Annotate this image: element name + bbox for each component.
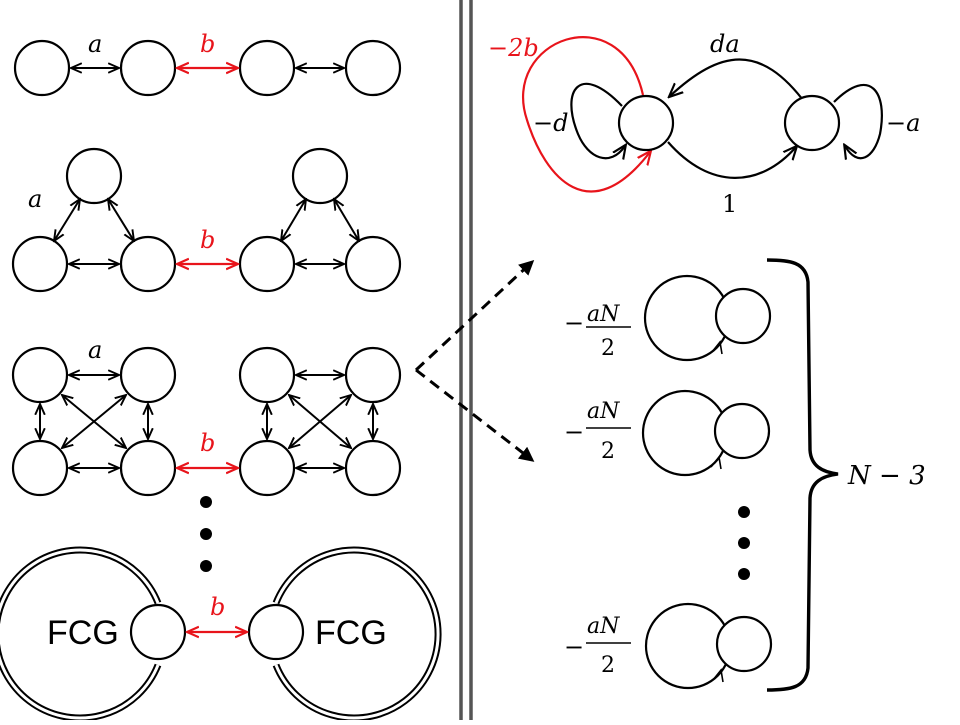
sq-right-br-node bbox=[344, 439, 402, 497]
tri-right-br-node bbox=[344, 235, 402, 293]
term-row-3: − aN 2 bbox=[564, 602, 773, 690]
label-neg-a: −a bbox=[886, 109, 920, 137]
fcg-label-left: FCG bbox=[47, 614, 119, 652]
fcg-label-b: b bbox=[210, 593, 225, 621]
term-1-loop-node bbox=[714, 287, 772, 345]
self-loop-right bbox=[833, 83, 883, 158]
sq-left-edge-diag2 bbox=[62, 395, 126, 448]
label-da: da bbox=[710, 30, 740, 58]
tri-left-br-node bbox=[119, 235, 177, 293]
term-1-numerator: aN bbox=[587, 302, 620, 327]
term-3-denominator: 2 bbox=[601, 653, 615, 678]
reduced-graph bbox=[522, 36, 883, 193]
chain-node-2 bbox=[119, 39, 177, 97]
term-3-loop-node bbox=[715, 615, 773, 673]
top-arc-da bbox=[670, 58, 807, 105]
tri-left-edge-2 bbox=[108, 199, 134, 241]
sq-right-tl-node bbox=[238, 346, 296, 404]
sq-left-br-node bbox=[119, 439, 177, 497]
term-2-minus: − bbox=[564, 418, 584, 446]
left-ellipsis bbox=[200, 496, 212, 572]
fcg-graph bbox=[0, 546, 442, 722]
tri-left-edge-a bbox=[54, 199, 80, 241]
tri-right-edge-1 bbox=[281, 199, 306, 241]
term-3-numerator: aN bbox=[587, 614, 620, 639]
sq-right-bl-node bbox=[238, 439, 296, 497]
bottom-arc-one bbox=[667, 141, 796, 179]
reduced-node-left bbox=[617, 94, 675, 152]
tri-left-bl-node bbox=[11, 235, 69, 293]
triangle-label-a: a bbox=[28, 185, 42, 213]
term-1-denominator: 2 bbox=[601, 336, 615, 361]
fcg-right-node bbox=[247, 603, 305, 661]
sq-right-tr-node bbox=[344, 346, 402, 404]
self-loop-left bbox=[570, 82, 625, 158]
tri-right-bl-node bbox=[238, 235, 296, 293]
square-label-b: b bbox=[200, 429, 215, 457]
term-2-denominator: 2 bbox=[601, 439, 615, 464]
label-one: 1 bbox=[722, 190, 737, 218]
sq-left-tr-node bbox=[119, 346, 177, 404]
tri-right-edge-2 bbox=[334, 199, 359, 241]
chain-label-b: b bbox=[200, 30, 215, 58]
sq-left-tl-node bbox=[11, 346, 69, 404]
label-neg-2b: −2b bbox=[488, 34, 539, 62]
fcg-left-node bbox=[129, 603, 187, 661]
term-1-minus: − bbox=[564, 309, 584, 337]
chain-node-1 bbox=[13, 39, 71, 97]
right-ellipsis bbox=[738, 506, 750, 580]
pointer-arrow-down bbox=[415, 368, 535, 462]
square-label-a: a bbox=[88, 336, 102, 364]
term-row-1: − aN 2 bbox=[564, 274, 772, 362]
tri-right-top-node bbox=[291, 147, 349, 205]
fcg-label-right: FCG bbox=[315, 614, 387, 652]
chain-label-a: a bbox=[88, 30, 102, 58]
chain-node-4 bbox=[344, 39, 402, 97]
sq-right-edge-diag2 bbox=[289, 395, 351, 448]
curly-brace bbox=[766, 258, 839, 692]
chain-node-3 bbox=[238, 39, 296, 97]
square-graph bbox=[11, 346, 402, 497]
term-row-2: − aN 2 bbox=[564, 389, 771, 477]
reduced-node-right bbox=[783, 94, 841, 152]
brace-label: N − 3 bbox=[847, 461, 926, 491]
term-2-numerator: aN bbox=[587, 399, 620, 424]
chain-graph bbox=[13, 39, 402, 97]
section-divider bbox=[459, 0, 473, 720]
pointer-arrow-up bbox=[414, 259, 535, 372]
term-3-minus: − bbox=[564, 633, 584, 661]
tri-left-top-node bbox=[65, 147, 123, 205]
triangle-graph bbox=[11, 147, 402, 293]
term-2-loop-node bbox=[713, 402, 771, 460]
sq-left-bl-node bbox=[11, 439, 69, 497]
red-self-loop bbox=[522, 36, 650, 193]
triangle-label-b: b bbox=[200, 226, 215, 254]
label-neg-d: −d bbox=[533, 109, 568, 137]
